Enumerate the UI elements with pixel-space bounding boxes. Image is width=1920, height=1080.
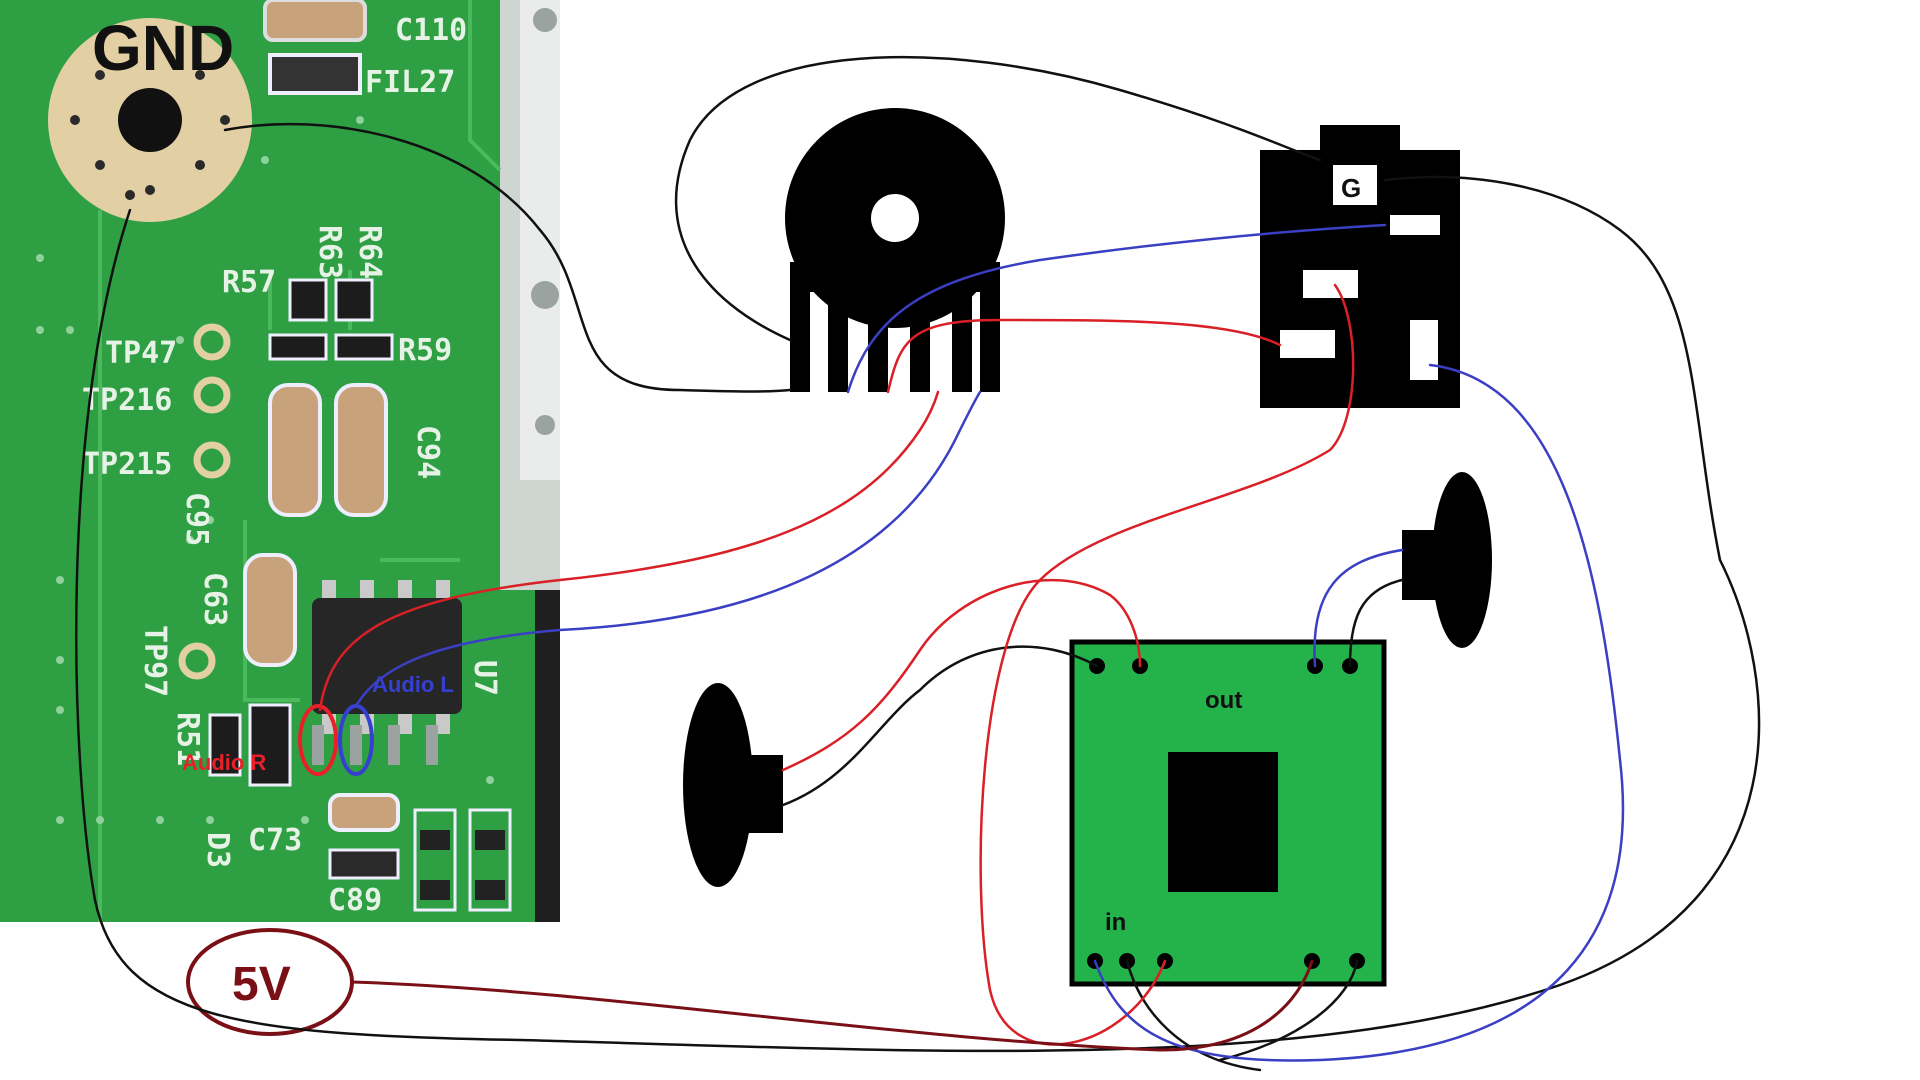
wire-pot-jack-blue	[846, 223, 1387, 394]
speaker-left-icon	[683, 683, 783, 887]
wire-speaker-left-red	[781, 578, 1142, 772]
silk-c73: C73	[248, 823, 302, 858]
audio-jack-icon: G	[1260, 125, 1460, 408]
wire-gnd-pot	[223, 122, 792, 393]
speaker-right-icon	[1402, 472, 1492, 648]
wire-audio-r	[318, 390, 940, 712]
pcb-board: C110 FIL27 R63 R64 R57 R59 TP47 TP216 TP…	[0, 0, 560, 922]
jack-g-label: G	[1341, 173, 1361, 203]
silk-c95: C95	[179, 492, 214, 546]
silk-c110: C110	[395, 13, 467, 48]
u7-chip	[312, 580, 462, 734]
silk-c94: C94	[410, 425, 445, 479]
silk-tp215: TP215	[82, 447, 172, 482]
v5-label: 5V	[232, 958, 291, 1011]
wire-amp-in2-black	[1218, 959, 1359, 1062]
wire-speaker-right-black	[1348, 578, 1404, 668]
gnd-pad	[48, 18, 252, 222]
wire-pot-jack-loop	[674, 55, 1322, 342]
audio-r-marker	[298, 704, 338, 776]
wire-speaker-left-black	[781, 645, 1099, 807]
silk-tp97: TP97	[137, 625, 172, 697]
silk-tp216: TP216	[82, 383, 172, 418]
v5-badge: 5V	[186, 928, 354, 1036]
silk-c63: C63	[197, 572, 232, 626]
silk-r59: R59	[398, 333, 452, 368]
wire-amp-in-black	[1125, 959, 1262, 1072]
amplifier-chip-icon	[1168, 752, 1278, 892]
silk-r51: R51	[170, 712, 205, 766]
wire-5v	[350, 959, 1314, 1052]
amp-in-label: in	[1105, 909, 1126, 936]
silk-r57: R57	[222, 265, 276, 300]
silk-tp47: TP47	[105, 336, 177, 371]
wire-pot-jack-red	[886, 318, 1282, 394]
silk-c89: C89	[328, 883, 382, 918]
amp-out-label: out	[1205, 687, 1242, 714]
silk-u7: U7	[467, 660, 502, 696]
wire-audio-l	[354, 390, 982, 708]
silk-r64: R64	[352, 225, 387, 279]
silk-fil27: FIL27	[365, 65, 455, 100]
amplifier-board: out in	[1069, 639, 1387, 987]
wire-gnd-main	[75, 175, 1761, 1053]
audio-r-label: Audio R	[182, 750, 266, 775]
silk-r63: R63	[312, 225, 347, 279]
wire-speaker-right-blue	[1313, 548, 1404, 668]
potentiometer-icon	[785, 108, 1005, 392]
gnd-label: GND	[92, 12, 234, 84]
silk-d3: D3	[200, 832, 235, 868]
